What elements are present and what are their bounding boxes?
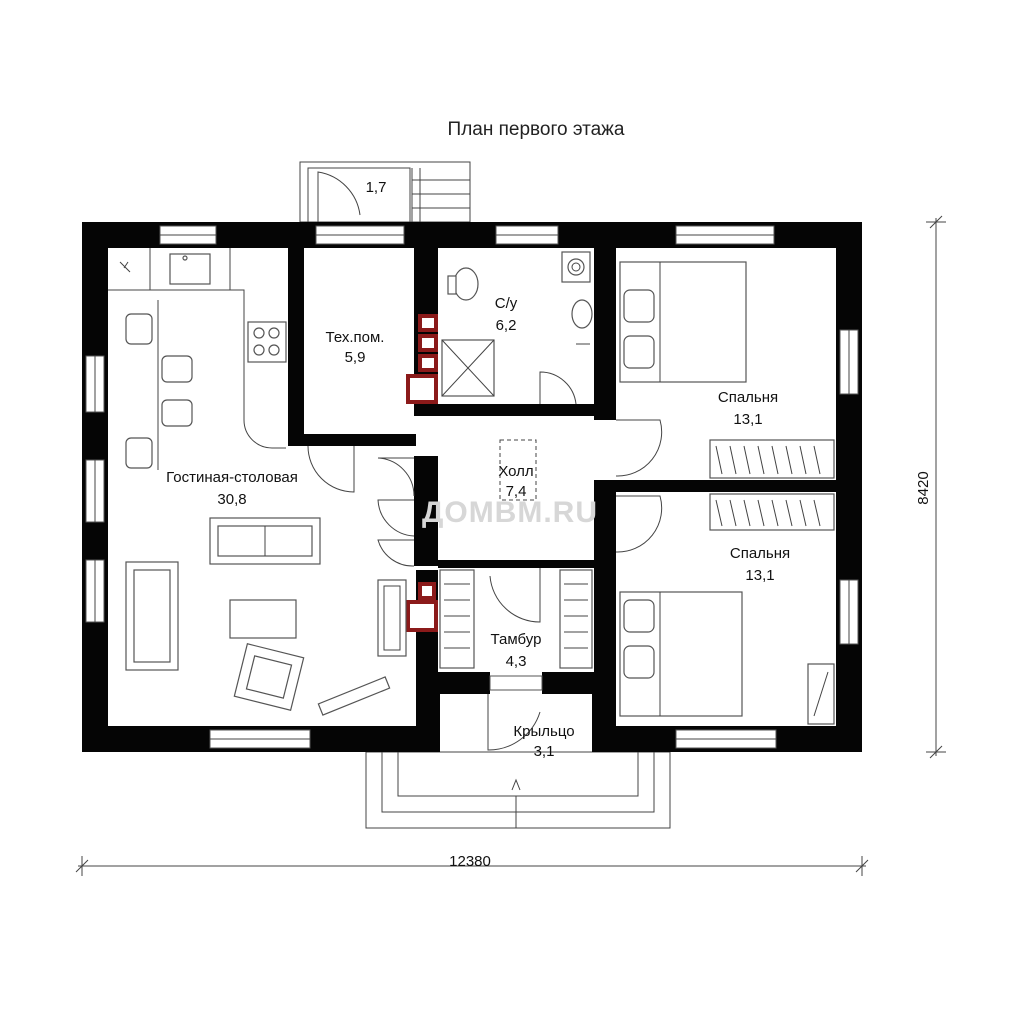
bedroom-2-furniture (619, 493, 835, 725)
windows (85, 225, 859, 749)
plan-title: План первого этажа (448, 119, 625, 140)
bedroom-1-furniture (619, 261, 835, 479)
bedroom-2-name: Спальня (730, 545, 790, 562)
doors (307, 371, 663, 751)
living-furniture (125, 517, 391, 716)
hall-name: Холл (498, 463, 533, 480)
watermark: ДОМВМ.RU (422, 496, 598, 529)
width-dimension: 12380 (75, 853, 869, 876)
front-porch-steps (365, 751, 671, 829)
room-labels: 1,7 Тех.пом. 5,9 С/у 6,2 Спальня 13,1 Го… (166, 179, 790, 760)
chimney-blocks (377, 314, 438, 657)
height-dimension: 8420 (915, 215, 946, 759)
hall-marker (499, 439, 537, 501)
interior-walls (288, 222, 836, 750)
living-room-area: 30,8 (217, 491, 246, 508)
hall-area: 7,4 (506, 483, 527, 500)
tambur-wardrobes (439, 569, 593, 669)
porch-area: 3,1 (534, 743, 555, 760)
bedroom-1-name: Спальня (718, 389, 778, 406)
bath-room-name: С/у (495, 295, 518, 312)
dining-chairs (125, 300, 193, 470)
entry-area: 1,7 (366, 179, 387, 196)
bathroom-fixtures (441, 251, 593, 397)
bath-room-area: 6,2 (496, 317, 517, 334)
kitchen-counter (108, 248, 287, 449)
bedroom-1-area: 13,1 (733, 411, 762, 428)
tambur-name: Тамбур (491, 631, 542, 648)
living-room-name: Гостиная-столовая (166, 469, 298, 486)
bedroom-2-area: 13,1 (745, 567, 774, 584)
porch-name: Крыльцо (513, 723, 574, 740)
tech-room-area: 5,9 (345, 349, 366, 366)
height-value: 8420 (915, 471, 932, 504)
tech-room-name: Тех.пом. (326, 329, 385, 346)
width-value: 12380 (449, 853, 491, 870)
tambur-area: 4,3 (506, 653, 527, 670)
